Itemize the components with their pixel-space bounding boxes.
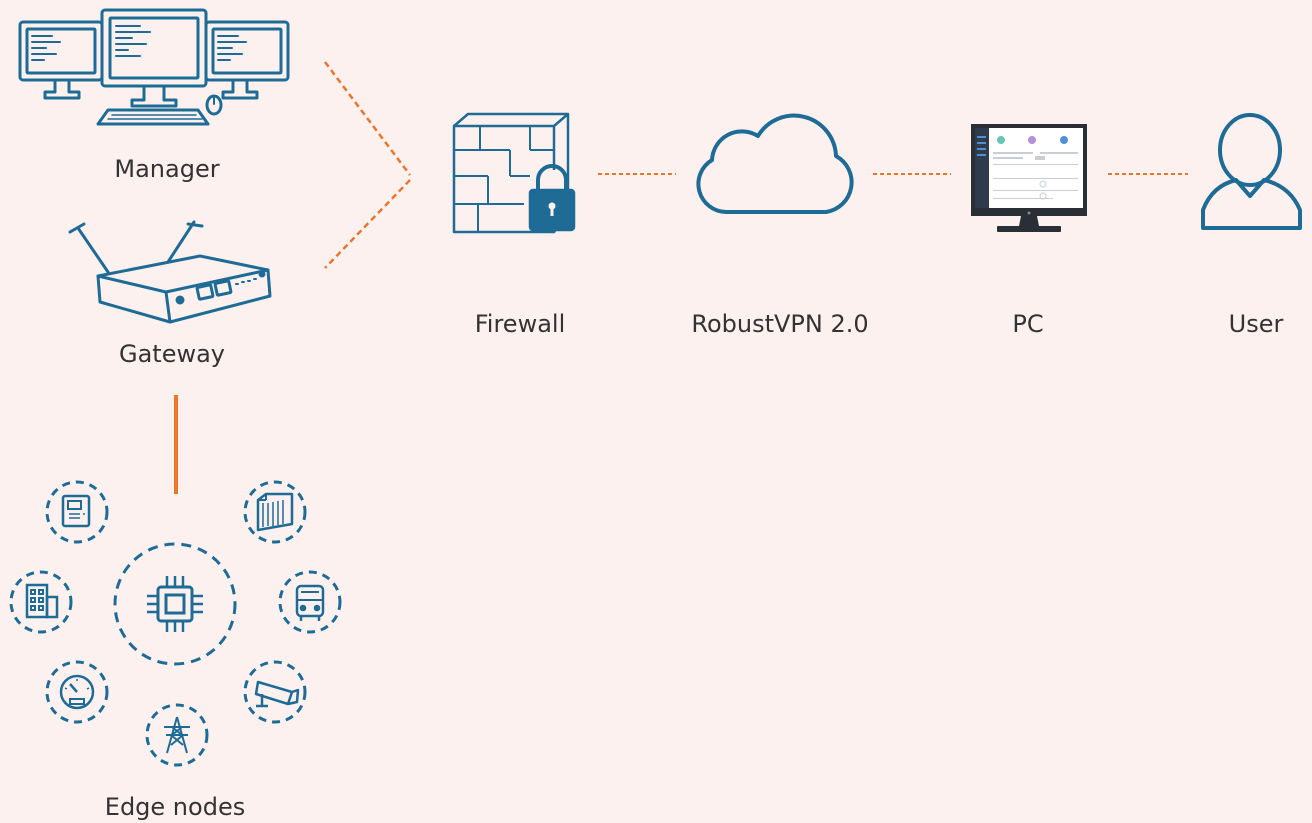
container-icon bbox=[243, 480, 307, 544]
meter-box-icon bbox=[45, 480, 109, 544]
user-label: User bbox=[1229, 310, 1284, 338]
connector-manager-firewall bbox=[324, 61, 411, 176]
chip-icon bbox=[113, 542, 237, 666]
vpn-label: RobustVPN 2.0 bbox=[691, 310, 868, 338]
connector-gateway-firewall bbox=[324, 179, 411, 269]
firewall-lock-icon bbox=[452, 112, 576, 234]
manager-label: Manager bbox=[114, 155, 219, 183]
camera-icon bbox=[243, 660, 307, 724]
pc-label: PC bbox=[1012, 310, 1043, 338]
bus-icon bbox=[278, 570, 342, 634]
gauge-icon bbox=[45, 660, 109, 724]
firewall-label: Firewall bbox=[475, 310, 566, 338]
desktop-icon bbox=[971, 124, 1087, 232]
connector-lines bbox=[174, 61, 1188, 494]
user-icon bbox=[1201, 113, 1302, 230]
edge-nodes-label: Edge nodes bbox=[105, 793, 245, 821]
power-tower-icon bbox=[145, 703, 209, 767]
router-icon bbox=[68, 220, 272, 324]
monitors-icon bbox=[18, 8, 290, 126]
edge-nodes-cluster bbox=[9, 480, 342, 767]
gateway-label: Gateway bbox=[119, 340, 225, 368]
cloud-icon bbox=[696, 113, 854, 214]
building-icon bbox=[9, 570, 73, 634]
